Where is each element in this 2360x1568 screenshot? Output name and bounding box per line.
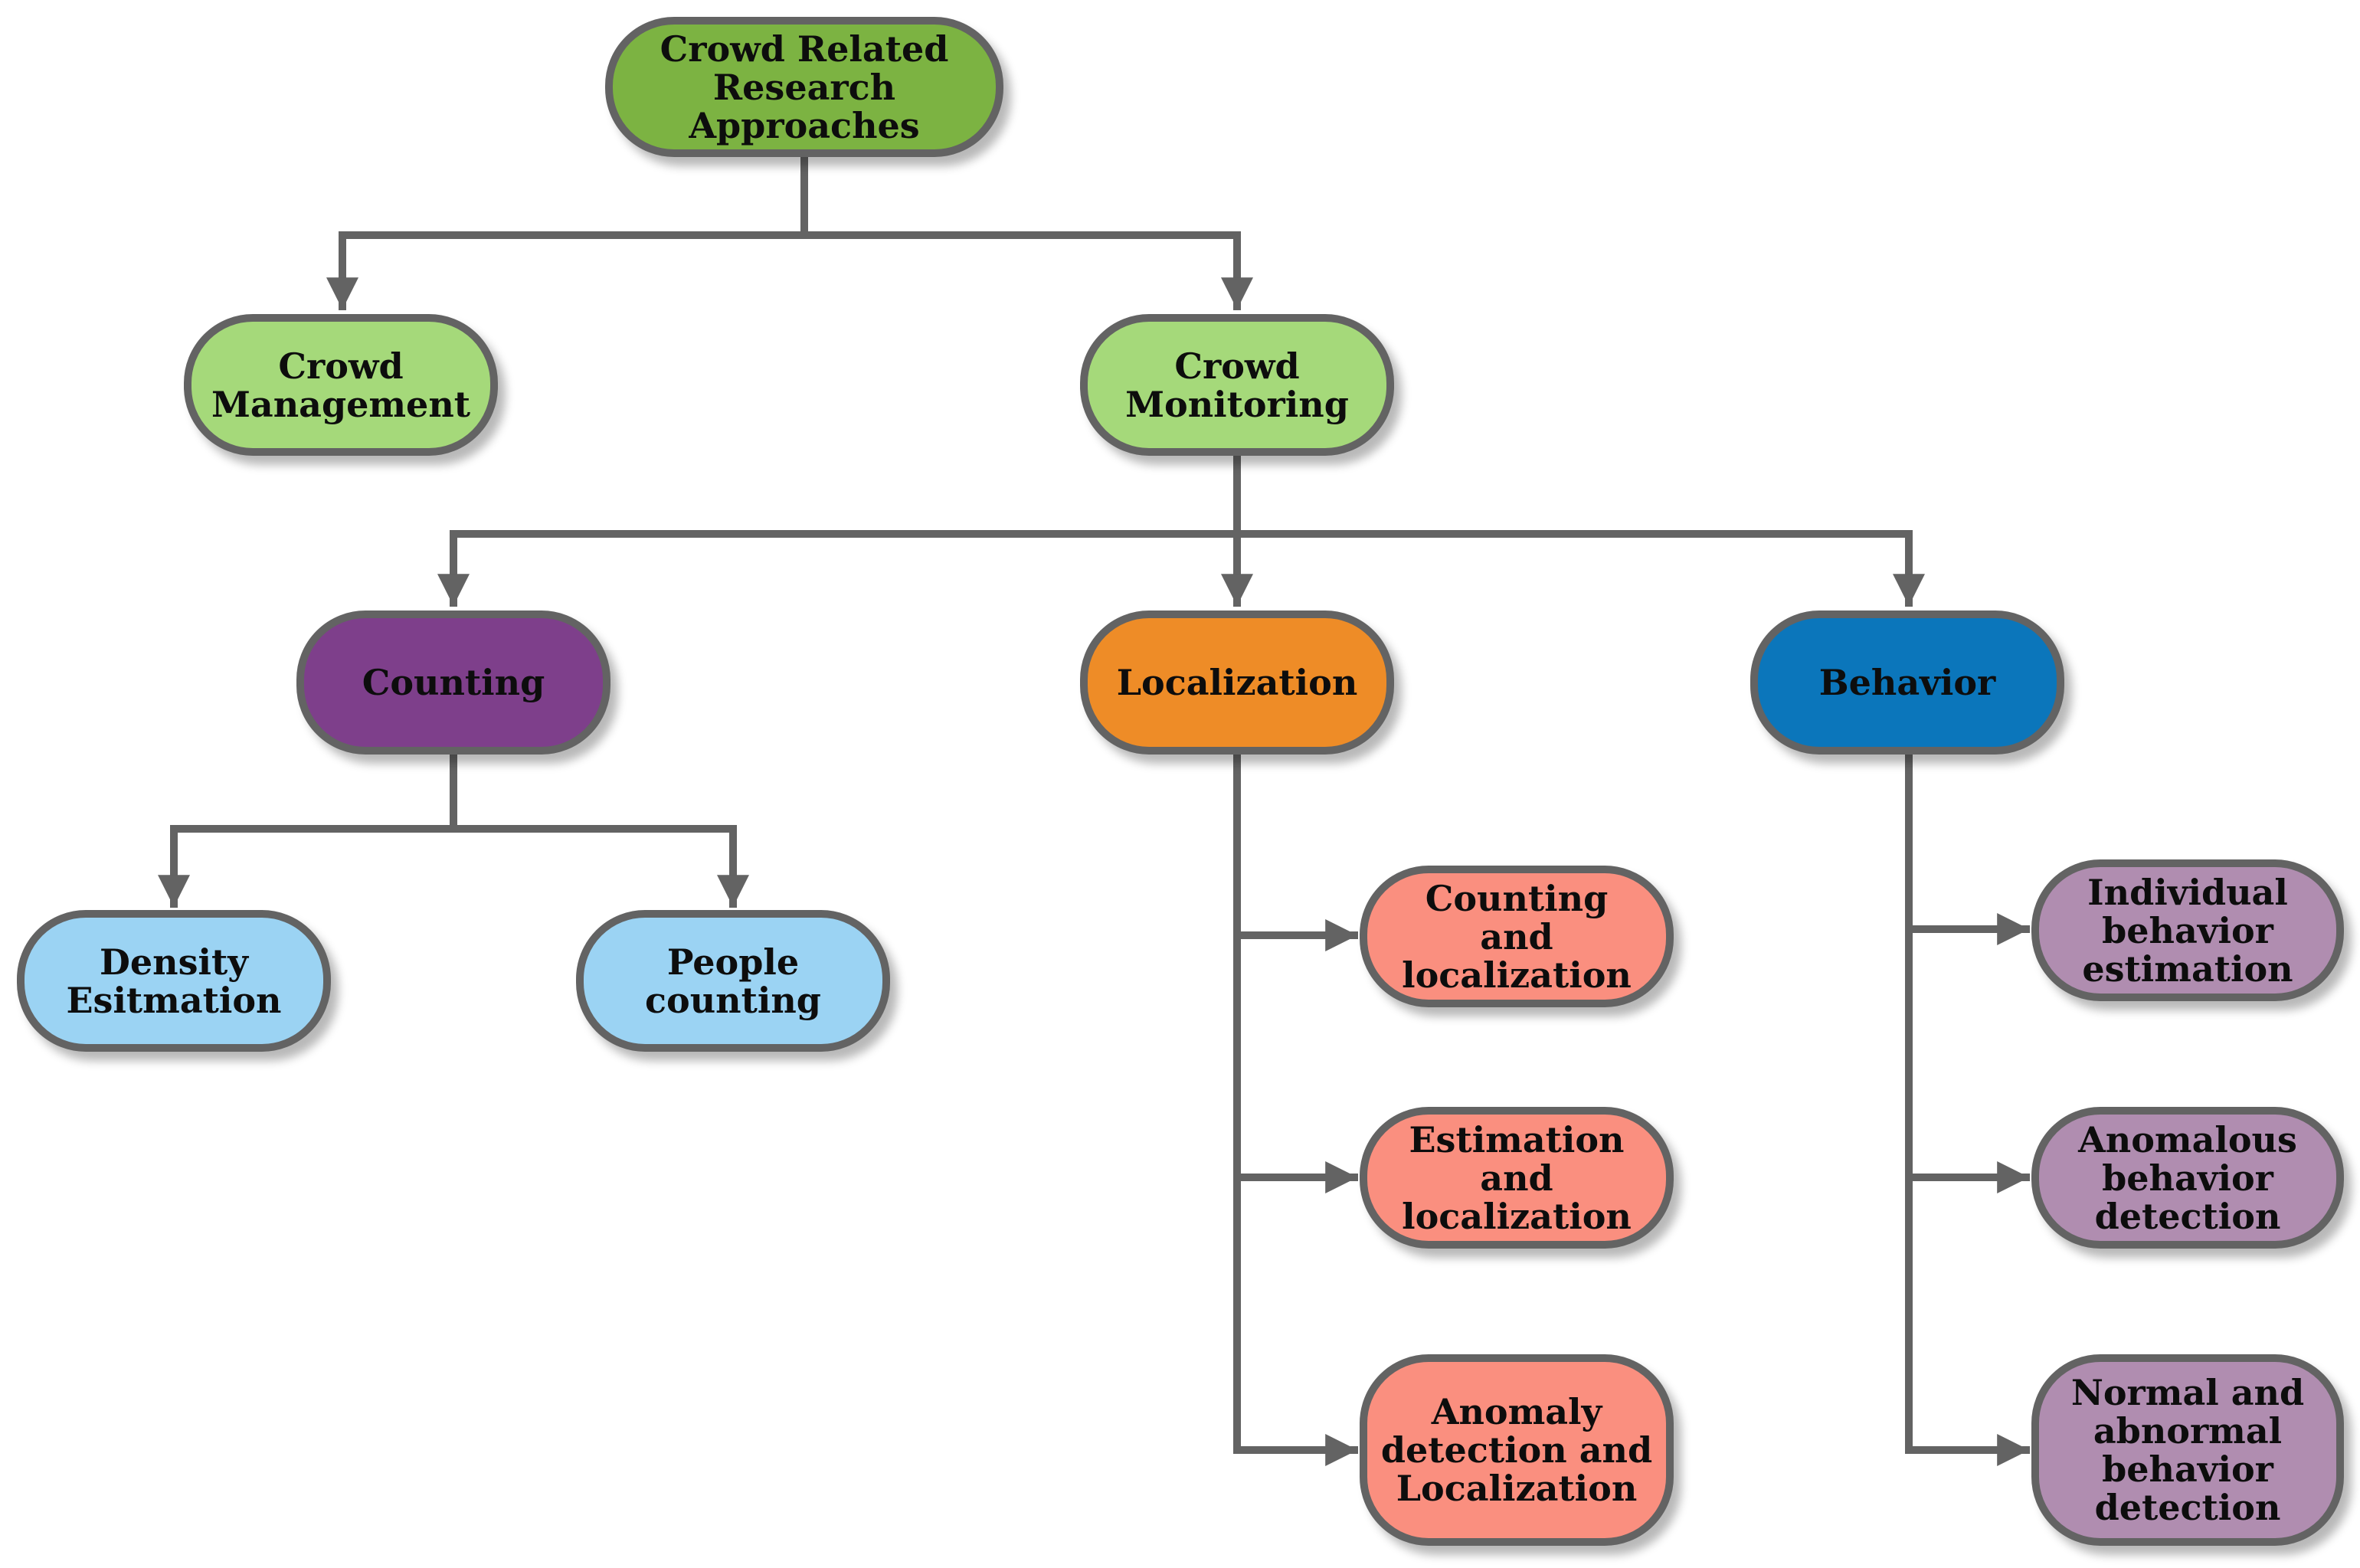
- node-crowd-management: Crowd Management: [184, 314, 498, 456]
- node-label: Anomalous behavior detection: [2078, 1118, 2297, 1237]
- node-individual-behavior-estimation: Individual behavior estimation: [2031, 859, 2344, 1001]
- node-label: Individual behavior estimation: [2082, 871, 2293, 990]
- node-counting-and-localization: Counting and localization: [1360, 866, 1674, 1007]
- node-estimation-and-localization: Estimation and localization: [1360, 1107, 1674, 1249]
- node-label: Density Esitmation: [66, 941, 282, 1021]
- node-label: Normal and abnormal behavior detection: [2070, 1372, 2305, 1528]
- node-density-estimation: Density Esitmation: [17, 910, 331, 1052]
- node-label: Crowd Monitoring: [1125, 345, 1349, 425]
- node-label: Estimation and localization: [1402, 1118, 1632, 1237]
- node-label: People counting: [645, 941, 821, 1021]
- node-label: Localization: [1116, 662, 1358, 703]
- node-label: Crowd Related Research Approaches: [660, 28, 949, 146]
- node-anomalous-behavior-detection: Anomalous behavior detection: [2031, 1107, 2344, 1249]
- node-counting: Counting: [296, 611, 610, 755]
- node-crowd-monitoring: Crowd Monitoring: [1080, 314, 1394, 456]
- node-crowd-related-research-approaches: Crowd Related Research Approaches: [605, 17, 1003, 157]
- node-normal-and-abnormal-behavior-detection: Normal and abnormal behavior detection: [2031, 1354, 2344, 1546]
- node-localization: Localization: [1080, 611, 1394, 755]
- node-label: Anomaly detection and Localization: [1380, 1391, 1653, 1509]
- node-label: Counting: [362, 662, 545, 703]
- node-label: Crowd Management: [211, 345, 471, 425]
- node-label: Behavior: [1818, 662, 1996, 703]
- node-anomaly-detection-and-localization: Anomaly detection and Localization: [1360, 1354, 1674, 1546]
- node-label: Counting and localization: [1402, 877, 1632, 996]
- node-behavior: Behavior: [1750, 611, 2064, 755]
- node-people-counting: People counting: [576, 910, 890, 1052]
